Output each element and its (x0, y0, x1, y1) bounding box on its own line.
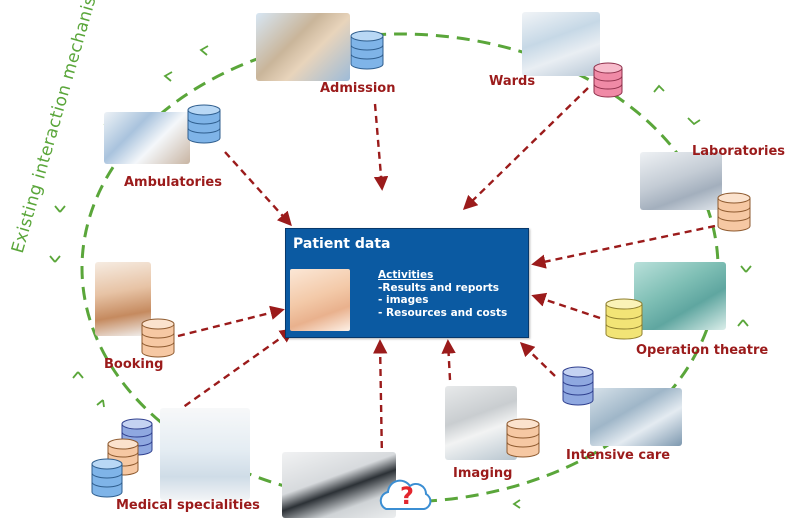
operation-theatre-photo (634, 262, 726, 330)
arrow-wards (462, 87, 589, 211)
intensive-care-photo (590, 388, 682, 446)
operation-theatre-database-icon (605, 298, 643, 340)
activity-item: - Resources and costs (378, 306, 508, 319)
activities-title: Activities (378, 269, 434, 281)
activities-list: Activities -Results and reports - images… (378, 269, 507, 319)
node-label-intensive-care: Intensive care (566, 448, 671, 463)
wards-database-icon (593, 62, 623, 98)
admission-database-icon (350, 30, 384, 70)
arrow-laboratories (531, 224, 716, 269)
intensive-care-database-icon (562, 366, 594, 406)
ultrasound-device-photo (282, 452, 396, 518)
unknown-cloud-icon: ? (379, 479, 432, 510)
node-label-admission: Admission (320, 81, 396, 96)
arrow-imaging (441, 339, 456, 381)
arrow-operation-theatre (531, 292, 601, 320)
ring-direction-chevrons (49, 45, 752, 509)
medical-specialities-database-icon-3 (91, 458, 123, 498)
arrow-intensive-care (519, 341, 556, 377)
node-label-wards: Wards (489, 74, 536, 89)
laboratories-database-icon (717, 192, 751, 232)
laboratories-photo (640, 152, 722, 210)
node-label-operation-theatre: Operation theatre (636, 343, 769, 358)
booking-database-icon (141, 318, 175, 358)
node-label-laboratories: Laboratories (692, 144, 786, 159)
arrow-admission (373, 103, 389, 191)
question-mark: ? (400, 482, 414, 510)
imaging-photo (445, 386, 517, 460)
data-flow-arrows (164, 87, 716, 461)
activity-item: -Results and reports (378, 281, 500, 294)
imaging-database-icon (506, 418, 540, 458)
arrow-ultrasound (372, 339, 388, 461)
admission-photo (256, 13, 350, 81)
arrow-ambulatories (224, 151, 292, 227)
patient-data-title: Patient data (293, 236, 391, 252)
patient-data-box: Patient data Activities -Results and rep… (285, 228, 529, 338)
medical-specialities-photo (160, 408, 250, 500)
activity-item: - images (378, 294, 429, 306)
node-label-ambulatories: Ambulatories (124, 175, 222, 190)
wards-photo (522, 12, 600, 76)
node-label-booking: Booking (104, 357, 164, 372)
mother-child-photo (290, 269, 350, 331)
node-label-imaging: Imaging (453, 466, 513, 481)
ambulatories-database-icon (187, 104, 221, 144)
node-label-medical-specialities: Medical specialities (116, 498, 260, 513)
ambulatories-photo (104, 112, 190, 164)
arrow-medical-specialities (164, 328, 295, 421)
arrow-booking (177, 305, 285, 338)
